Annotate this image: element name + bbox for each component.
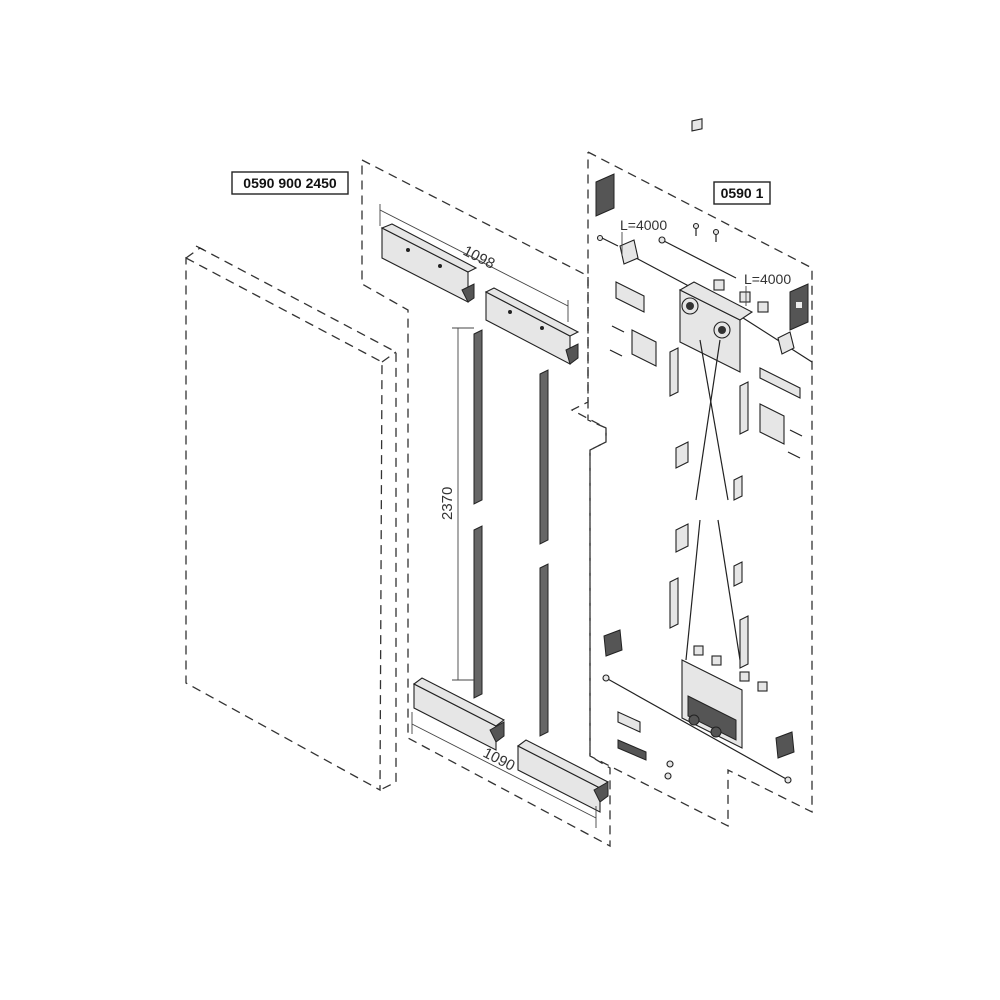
bottom-track-profile-right xyxy=(516,739,610,813)
hardware-group-outline xyxy=(587,151,813,828)
kit-code-text: 0590 900 2450 xyxy=(243,175,337,191)
cable-length-labels: L=4000 L=4000 xyxy=(620,217,791,306)
height-label: 2370 xyxy=(439,487,456,520)
set-code-text: 0590 1 xyxy=(721,185,764,201)
set-code-label: 0590 1 xyxy=(713,181,771,205)
kit-code-label: 0590 900 2450 xyxy=(231,171,349,195)
cable-length-left-label: L=4000 xyxy=(620,217,667,233)
cable-length-right-label: L=4000 xyxy=(744,271,791,287)
door-panel xyxy=(185,245,397,792)
bottom-track-profile-left xyxy=(412,677,506,751)
hardware-parts xyxy=(595,118,813,784)
height-dimension: 2370 xyxy=(439,327,474,681)
vertical-profiles xyxy=(473,329,549,737)
bottom-width-label: 1090 xyxy=(480,744,517,774)
top-track-profile-left xyxy=(380,223,478,303)
top-track-profile-right xyxy=(484,287,580,365)
